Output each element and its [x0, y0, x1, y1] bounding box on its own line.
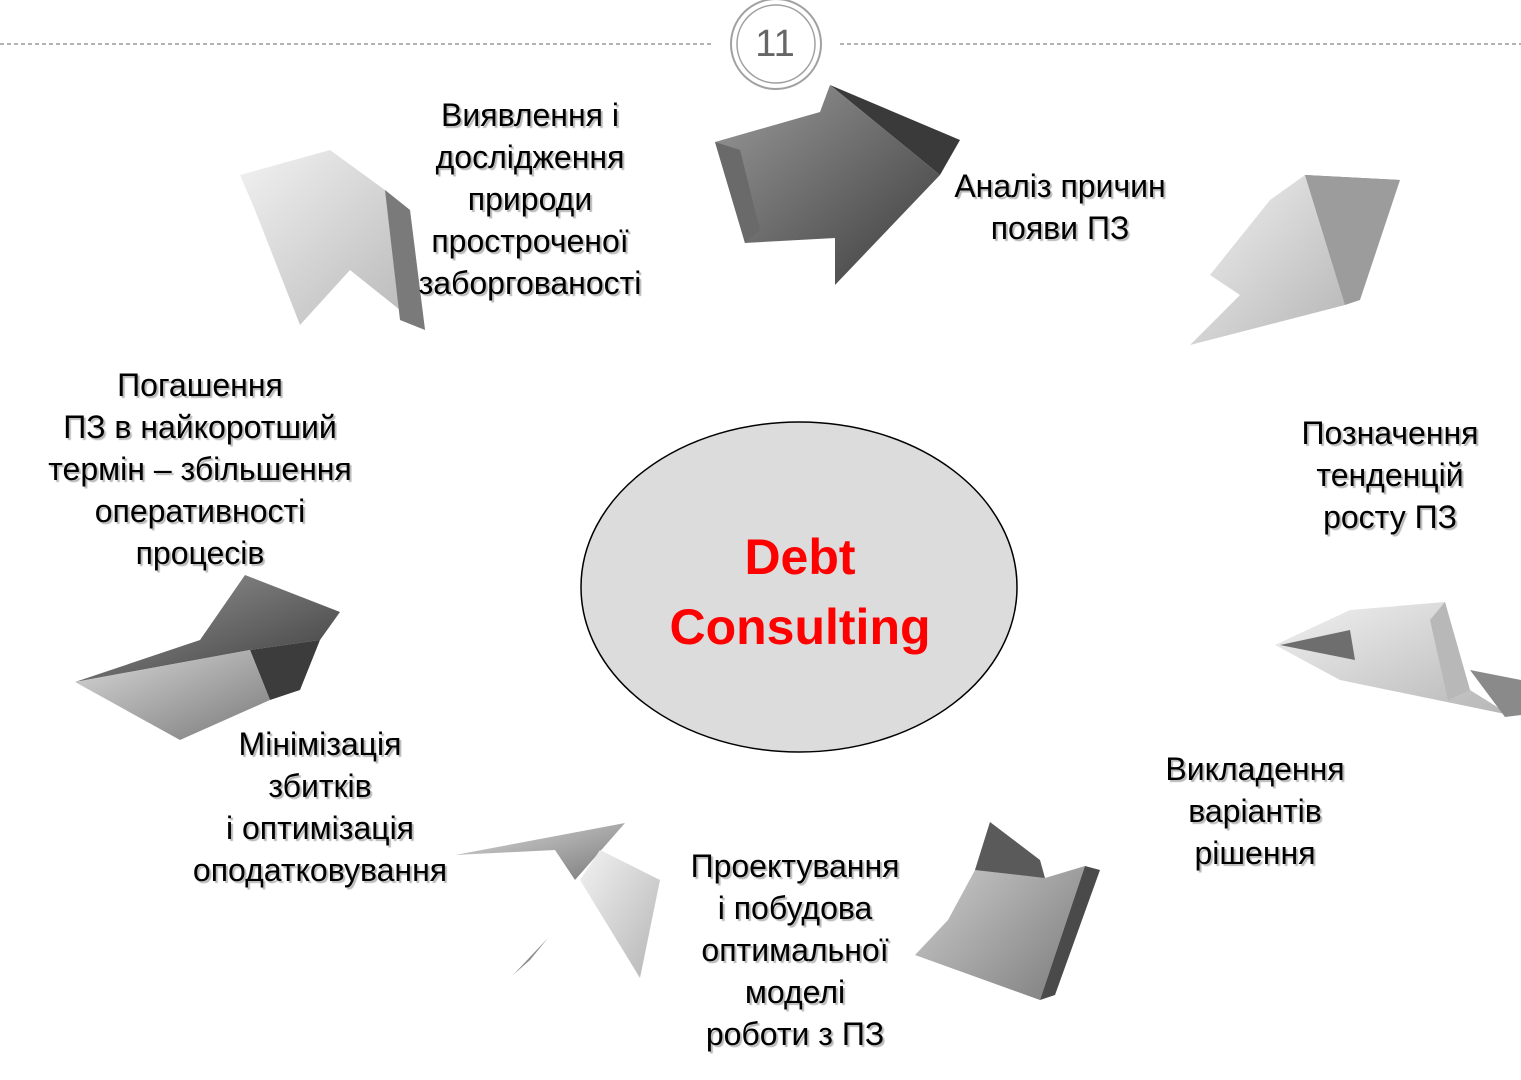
step-label-5: Проектування і побудова оптимальної моде… [690, 848, 900, 1052]
page-number-circle [730, 0, 822, 90]
arrow-icon [1190, 175, 1400, 345]
center-ellipse [580, 421, 1018, 753]
arrow-icon [1275, 602, 1521, 717]
center-title: Debt Consulting [669, 529, 931, 655]
step-label-7: Погашення ПЗ в найкоротший термін – збіл… [48, 367, 352, 571]
arrow-icon [455, 823, 660, 978]
step-label-1: Виявлення і дослідження природи простроч… [418, 97, 642, 301]
arrow-icon [75, 575, 340, 740]
arrow-icon [240, 150, 425, 330]
step-label-2: Аналіз причин появи ПЗ [954, 168, 1166, 246]
arrow-icon [715, 85, 960, 285]
step-label-3: Позначення тенденцій росту ПЗ [1301, 415, 1479, 535]
arrow-icon [915, 822, 1100, 1000]
step-label-6: Мінімізація збитків і оптимізація оподат… [192, 726, 448, 888]
page-number: 11 [755, 23, 795, 65]
page-number-circle-inner [736, 4, 816, 84]
step-label-4: Викладення варіантів рішення [1165, 751, 1345, 871]
